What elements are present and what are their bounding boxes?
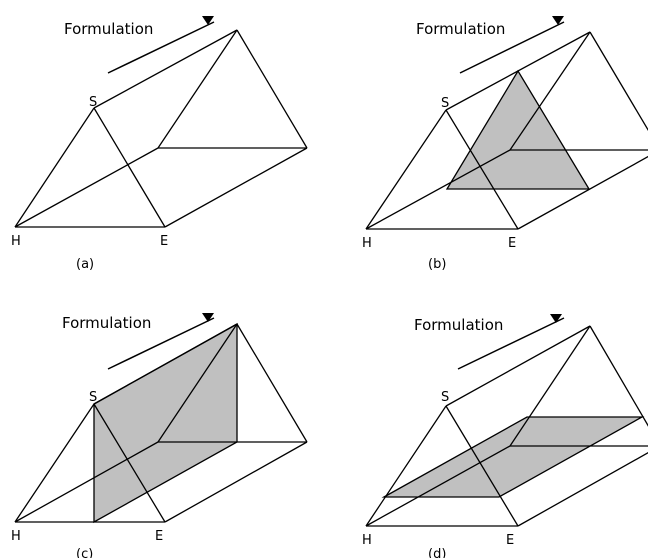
shaded-cross-section: [445, 69, 591, 190]
prism-edges: [365, 325, 648, 527]
formulation-label: Formulation: [64, 20, 153, 38]
vertex-h-label: H: [362, 533, 372, 548]
formulation-arrow: [107, 317, 215, 370]
panel-caption: (a): [76, 257, 94, 272]
panel-c: Formulation S H E (c): [11, 313, 308, 558]
panel-caption: (c): [76, 547, 93, 558]
formulation-arrowhead-icon: [202, 313, 214, 322]
vertex-e-label: E: [160, 234, 168, 249]
vertex-e-label: E: [506, 533, 514, 548]
formulation-arrowhead-icon: [202, 16, 214, 25]
formulation-arrow: [459, 21, 565, 74]
vertex-h-label: H: [11, 529, 21, 544]
formulation-arrow: [457, 317, 565, 370]
vertex-s-label: S: [89, 390, 97, 405]
vertex-s-label: S: [441, 96, 449, 111]
formulation-label: Formulation: [62, 314, 151, 332]
formulation-arrowhead-icon: [552, 16, 564, 25]
panel-b: Formulation S H E (b): [362, 16, 648, 272]
prism-edges: [14, 29, 308, 228]
vertex-s-label: S: [89, 95, 97, 110]
panel-caption: (d): [428, 547, 446, 558]
formulation-label: Formulation: [416, 20, 505, 38]
formulation-label: Formulation: [414, 316, 503, 334]
prism-edges: [14, 323, 308, 523]
vertex-h-label: H: [362, 236, 372, 251]
formulation-arrow: [107, 21, 215, 74]
shaded-horizontal-plane: [381, 416, 645, 498]
prism-edges: [365, 31, 648, 230]
shaded-vertical-plane: [93, 322, 238, 524]
formulation-arrowhead-icon: [550, 314, 562, 323]
panel-d: Formulation S H E (d): [362, 314, 648, 558]
vertex-s-label: S: [441, 390, 449, 405]
vertex-e-label: E: [155, 529, 163, 544]
panel-a: Formulation S H E (a): [11, 16, 308, 272]
vertex-h-label: H: [11, 234, 21, 249]
panel-caption: (b): [428, 257, 446, 272]
vertex-e-label: E: [508, 236, 516, 251]
